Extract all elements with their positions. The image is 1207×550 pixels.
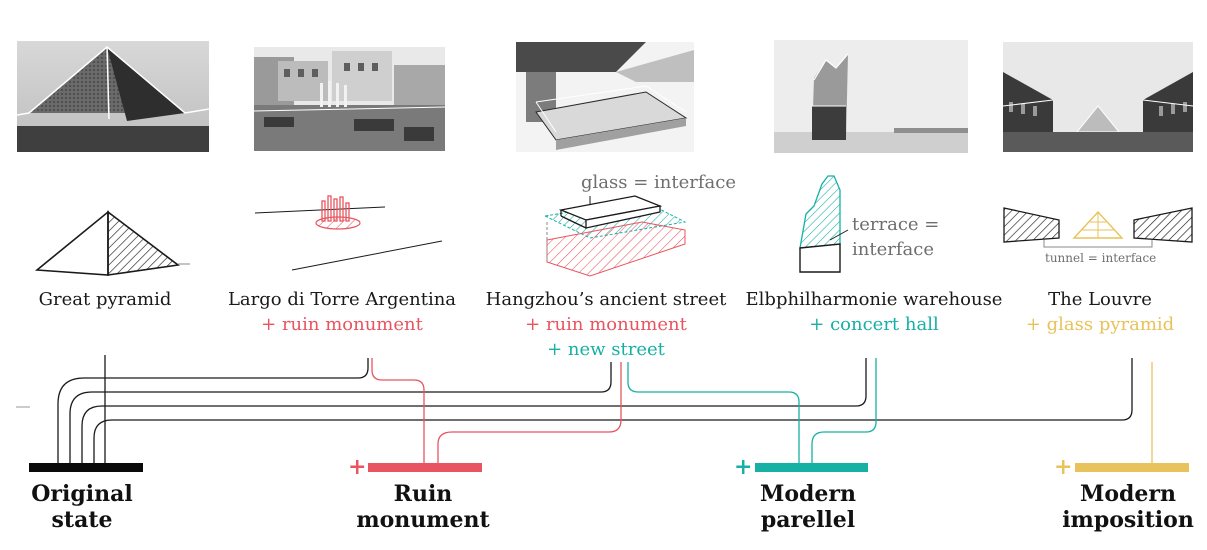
case-name-largo: Largo di Torre Argentina bbox=[227, 289, 457, 310]
case-name-louvre: The Louvre bbox=[1048, 289, 1152, 310]
category-modern-imposition: Modern imposition bbox=[1062, 481, 1194, 533]
photo-largo-argentina bbox=[254, 47, 445, 151]
sketch-great-pyramid bbox=[34, 210, 190, 276]
category-original-line2: state bbox=[51, 507, 113, 533]
plus-imposition: + bbox=[1054, 454, 1073, 480]
category-ruin-monument: Ruin monument bbox=[356, 481, 489, 533]
photo-elbphilharmonie bbox=[774, 40, 968, 153]
bar-modern-parallel bbox=[755, 463, 868, 472]
bar-ruin-monument bbox=[368, 463, 482, 472]
bar-original-state bbox=[29, 463, 143, 472]
connector-lines bbox=[16, 355, 1153, 464]
category-parallel-line2: parellel bbox=[760, 507, 856, 533]
annotation-terrace-2: interface bbox=[852, 239, 934, 260]
bar-modern-imposition bbox=[1075, 463, 1189, 472]
category-ruin-line1: Ruin bbox=[393, 481, 453, 507]
sketch-elbphilharmonie bbox=[799, 175, 849, 273]
photo-hangzhou-street bbox=[516, 42, 694, 152]
annotation-terrace-1: terrace = bbox=[852, 214, 940, 235]
case-name-elbphilharmonie: Elbphilharmonie warehouse bbox=[745, 289, 1003, 310]
category-imposition-line1: Modern bbox=[1080, 481, 1176, 507]
sketch-largo-argentina bbox=[254, 195, 443, 271]
case-addition-elbphilharmonie-hall: + concert hall bbox=[809, 314, 939, 335]
category-original-state: Original state bbox=[31, 481, 132, 533]
sketch-hangzhou-street bbox=[543, 195, 687, 277]
sketch-louvre bbox=[1003, 207, 1193, 248]
category-original-line1: Original bbox=[31, 481, 133, 507]
category-ruin-line2: monument bbox=[356, 507, 490, 533]
photo-great-pyramid bbox=[17, 41, 209, 152]
plus-parallel: + bbox=[734, 454, 753, 480]
annotation-glass: glass = interface bbox=[581, 172, 736, 193]
case-addition-louvre-pyramid: + glass pyramid bbox=[1025, 314, 1175, 335]
case-name-great-pyramid: Great pyramid bbox=[38, 289, 172, 310]
case-addition-largo-ruin: + ruin monument bbox=[261, 314, 423, 335]
category-modern-parallel: Modern parellel bbox=[760, 481, 856, 533]
case-addition-hangzhou-ruin: + ruin monument bbox=[525, 314, 687, 335]
annotation-tunnel: tunnel = interface bbox=[1045, 251, 1157, 265]
photo-louvre bbox=[1003, 42, 1193, 152]
category-imposition-line2: imposition bbox=[1062, 507, 1194, 533]
plus-ruin: + bbox=[348, 454, 367, 480]
category-parallel-line1: Modern bbox=[760, 481, 856, 507]
case-name-hangzhou: Hangzhou’s ancient street bbox=[485, 289, 727, 310]
case-addition-hangzhou-street: + new street bbox=[547, 339, 665, 360]
